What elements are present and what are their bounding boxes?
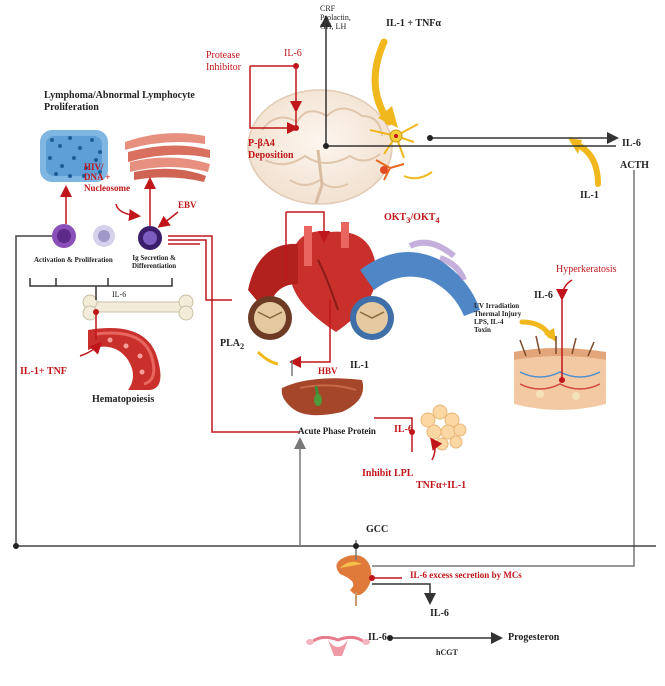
acute-phase-label: Acute Phase Protein [298,426,376,436]
pba4-line-1: P-βA4 [248,138,275,149]
il6-excess-label: IL-6 excess secretion by MCs [410,570,522,580]
il6-adrenal-label: IL-6 [430,608,449,619]
il6-bottom-label: IL-6 [368,632,387,643]
blood-vessel [88,328,161,390]
crf-label: CRF Prolactin, GH, LH [320,4,351,32]
progesteron-label: Progesteron [508,632,560,643]
hiv-label: HIV/ DNA + Nucleosome [84,162,130,193]
hcgt-label: hCGT [436,648,458,657]
uv-line-3: LPS, IL-4 [474,318,504,327]
crf-line-3: GH, LH [320,22,347,32]
hiv-line-2: DNA + [84,172,111,183]
il1-tnfa-top-label: IL-1 + TNFα [386,18,441,29]
crf-line-2: Prolactin, [320,13,351,23]
brain-illustration [247,89,393,205]
cell-proliferation [93,225,115,247]
fat-cells [420,404,467,451]
ebv-label: EBV [178,200,197,210]
il6-bone-label: IL-6 [112,290,127,299]
cell-activation [52,224,76,248]
il1-liver-label: IL-1 [350,360,369,371]
uv-line-2: Thermal Injury [474,310,522,319]
crf-line-1: CRF [320,4,336,13]
gcc-label: GCC [366,524,389,535]
il6-skin-label: IL-6 [534,290,553,301]
inhibit-lpl-label: Inhibit LPL [362,468,414,479]
il6-lpl-label: IL-6 [394,424,413,435]
ig-secretion-label: Ig Secretion & Differentiation [132,254,176,270]
hematopoiesis-label: Hematopoiesis [92,394,155,405]
neuron-icon [369,123,433,181]
hiv-line-1: HIV/ [84,162,104,172]
protease-inhibitor-label: Protease Inhibitor [206,50,241,73]
junction-dots [13,63,565,641]
uterus-icon [306,635,370,656]
yellow-arrow-acth [573,141,601,187]
lymphoma-line-2: Proliferation [44,101,99,113]
tnfa-il1-label: TNFα+IL-1 [416,480,467,491]
cell-ig-secretion [138,226,162,250]
yellow-arrow-top [371,38,393,126]
kidney-adrenal [336,555,372,606]
skin-cross-section [514,335,606,410]
il1-tnf-left-label: IL-1+ TNF [20,366,67,377]
activation-label: Activation & Proliferation [34,256,113,264]
okt-label: OKT3/OKT4 [384,212,440,225]
protease-line-2: Inhibitor [206,61,241,73]
connectors [15,15,656,644]
pba4-label: P-βA4 Deposition [248,138,294,161]
hyperkeratosis-label: Hyperkeratosis [556,264,617,275]
lymphoma-line-1: Lymphoma/Abnormal Lymphocyte [44,90,195,101]
ig-line-2: Differentiation [132,262,177,271]
pba4-line-2: Deposition [248,149,294,161]
protease-line-1: Protease [206,50,240,61]
acth-label: ACTH [620,160,649,171]
uv-label: UV Irradiation Thermal Injury LPS, IL-4 … [474,302,521,334]
bone-icon [82,294,194,321]
uv-line-4: Toxin [474,326,491,335]
hiv-line-3: Nucleosome [84,182,130,193]
uv-line-1: UV Irradiation [474,302,520,310]
lymphoma-title: Lymphoma/Abnormal Lymphocyte Proliferati… [44,90,195,113]
il6-top-right-label: IL-6 [622,138,641,149]
il1-right-label: IL-1 [580,190,599,201]
heart-illustration [248,222,480,340]
lymphocyte-cluster [40,130,108,182]
hbv-label: HBV [318,366,338,376]
il6-protease-label: IL-6 [284,48,302,59]
pla2-label: PLA2 [220,338,245,351]
muscle-fibers [125,133,210,182]
yellow-arrow-pla2 [256,350,279,366]
liver-illustration [281,378,364,416]
ig-line-1: Ig Secretion & [132,254,176,262]
